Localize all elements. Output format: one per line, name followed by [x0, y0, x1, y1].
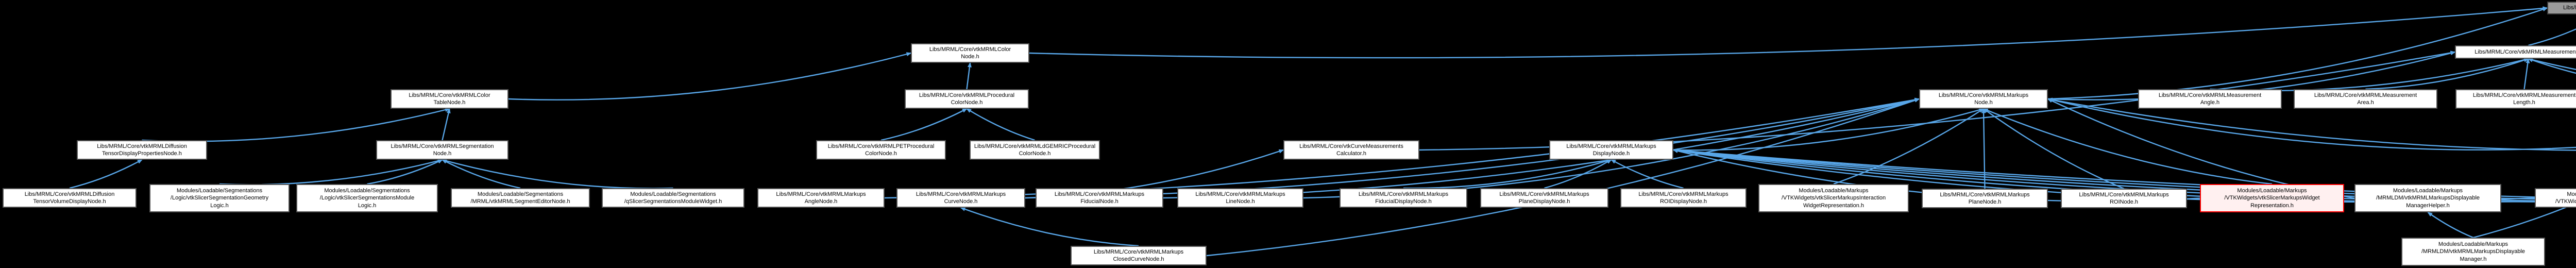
edge-segModuleWidget-to-segmentationNode — [442, 159, 673, 189]
edge-roiDisplayNode-to-markupsDisplayNode — [1611, 159, 1684, 189]
graph-node-interactionWidgetRep[interactable]: Modules/Loadable/Markups/VTKWidgets/vtkS… — [1758, 184, 1909, 212]
edge-displayableManager-to-dmHelper — [2427, 212, 2473, 239]
graph-node-displayableManager[interactable]: Modules/Loadable/Markups/MRMLDM/vtkMRMLM… — [2401, 238, 2545, 266]
edge-markupsNode-to-root — [2047, 7, 2548, 100]
graph-node-dmHelper[interactable]: Modules/Loadable/Markups/MRMLDM/vtkMRMLM… — [2354, 184, 2501, 212]
edge-measurementAngle-to-measurement — [2210, 58, 2529, 92]
graph-node-widgetRep[interactable]: Modules/Loadable/Markups/VTKWidgets/vtkS… — [2200, 184, 2344, 212]
graph-node-segGeomLogic[interactable]: Modules/Loadable/Segmentations/Logic/vtk… — [149, 184, 290, 212]
edge-diffTensorProps-to-colorTableNode — [142, 108, 450, 142]
edge-measurementVolume-to-measurement — [2528, 58, 2576, 74]
edge-measurementLength-to-measurement — [2523, 58, 2530, 90]
edge-fiducialNode-to-markupsNode — [1163, 98, 1920, 199]
edge-segmentationNode-to-colorTableNode — [442, 108, 451, 141]
edge-interactionWidgetRep-to-markupsNode — [1833, 108, 1985, 185]
edge-fiducialDisplayNode-to-markupsDisplayNode — [1403, 159, 1612, 189]
graph-node-segModuleWidget[interactable]: Modules/Loadable/Segmentations/qSlicerSe… — [602, 188, 744, 208]
edge-widgetRep-to-markupsNode — [1982, 108, 2273, 185]
graph-node-segmentEditorNode[interactable]: Modules/Loadable/Segmentations/MRML/vtkM… — [451, 188, 590, 208]
edge-roiNode-to-markupsNode — [1982, 108, 2124, 190]
edge-segGeomLogic-to-segmentationNode — [219, 159, 443, 186]
graph-node-angleWidget[interactable]: Modules/Loadable/Markups/VTKWidgets/vtkS… — [2535, 188, 2576, 208]
edge-planeDisplayNode-to-markupsDisplayNode — [1544, 159, 1612, 189]
edge-measurementArea-to-measurement — [2365, 58, 2529, 90]
edge-colorNode-to-root — [1029, 6, 2548, 59]
edge-proceduralColorNode-to-colorNode — [966, 62, 972, 90]
edge-petProcedural-to-proceduralColorNode — [880, 108, 968, 141]
edge-dgemricProcedural-to-proceduralColorNode — [966, 108, 1035, 141]
edge-diffTensorVolDisplay-to-diffTensorProps — [69, 159, 143, 189]
edge-abstractOptionsWidget-to-markupsNode — [2047, 97, 2576, 151]
edge-colorTableNode-to-colorNode — [508, 52, 912, 100]
edge-measurement-to-root — [2528, 28, 2576, 46]
edge-dmHelper-to-markupsNode — [2047, 98, 2355, 199]
graph-node-root[interactable]: Libs/MRML/Core/vtkCodedEntry.h — [2547, 2, 2576, 14]
edge-markupsWidget-to-markupsNode — [2047, 98, 2576, 150]
edge-markupsDisplayNode-to-markupsNode — [1673, 108, 1985, 151]
graph-node-measurement[interactable]: Libs/MRML/Core/vtkMRMLMeasurement.h — [2455, 45, 2576, 59]
edge-segmentEditorNode-to-segmentationNode — [442, 159, 521, 189]
edge-segModuleLogic-to-segmentationNode — [367, 159, 443, 185]
edge-staticMeasurement-to-measurement — [2528, 58, 2576, 71]
edge-closedCurveNode-to-curveNode — [960, 207, 1139, 247]
graph-node-segModuleLogic[interactable]: Modules/Loadable/Segmentations/Logic/vtk… — [296, 184, 438, 212]
